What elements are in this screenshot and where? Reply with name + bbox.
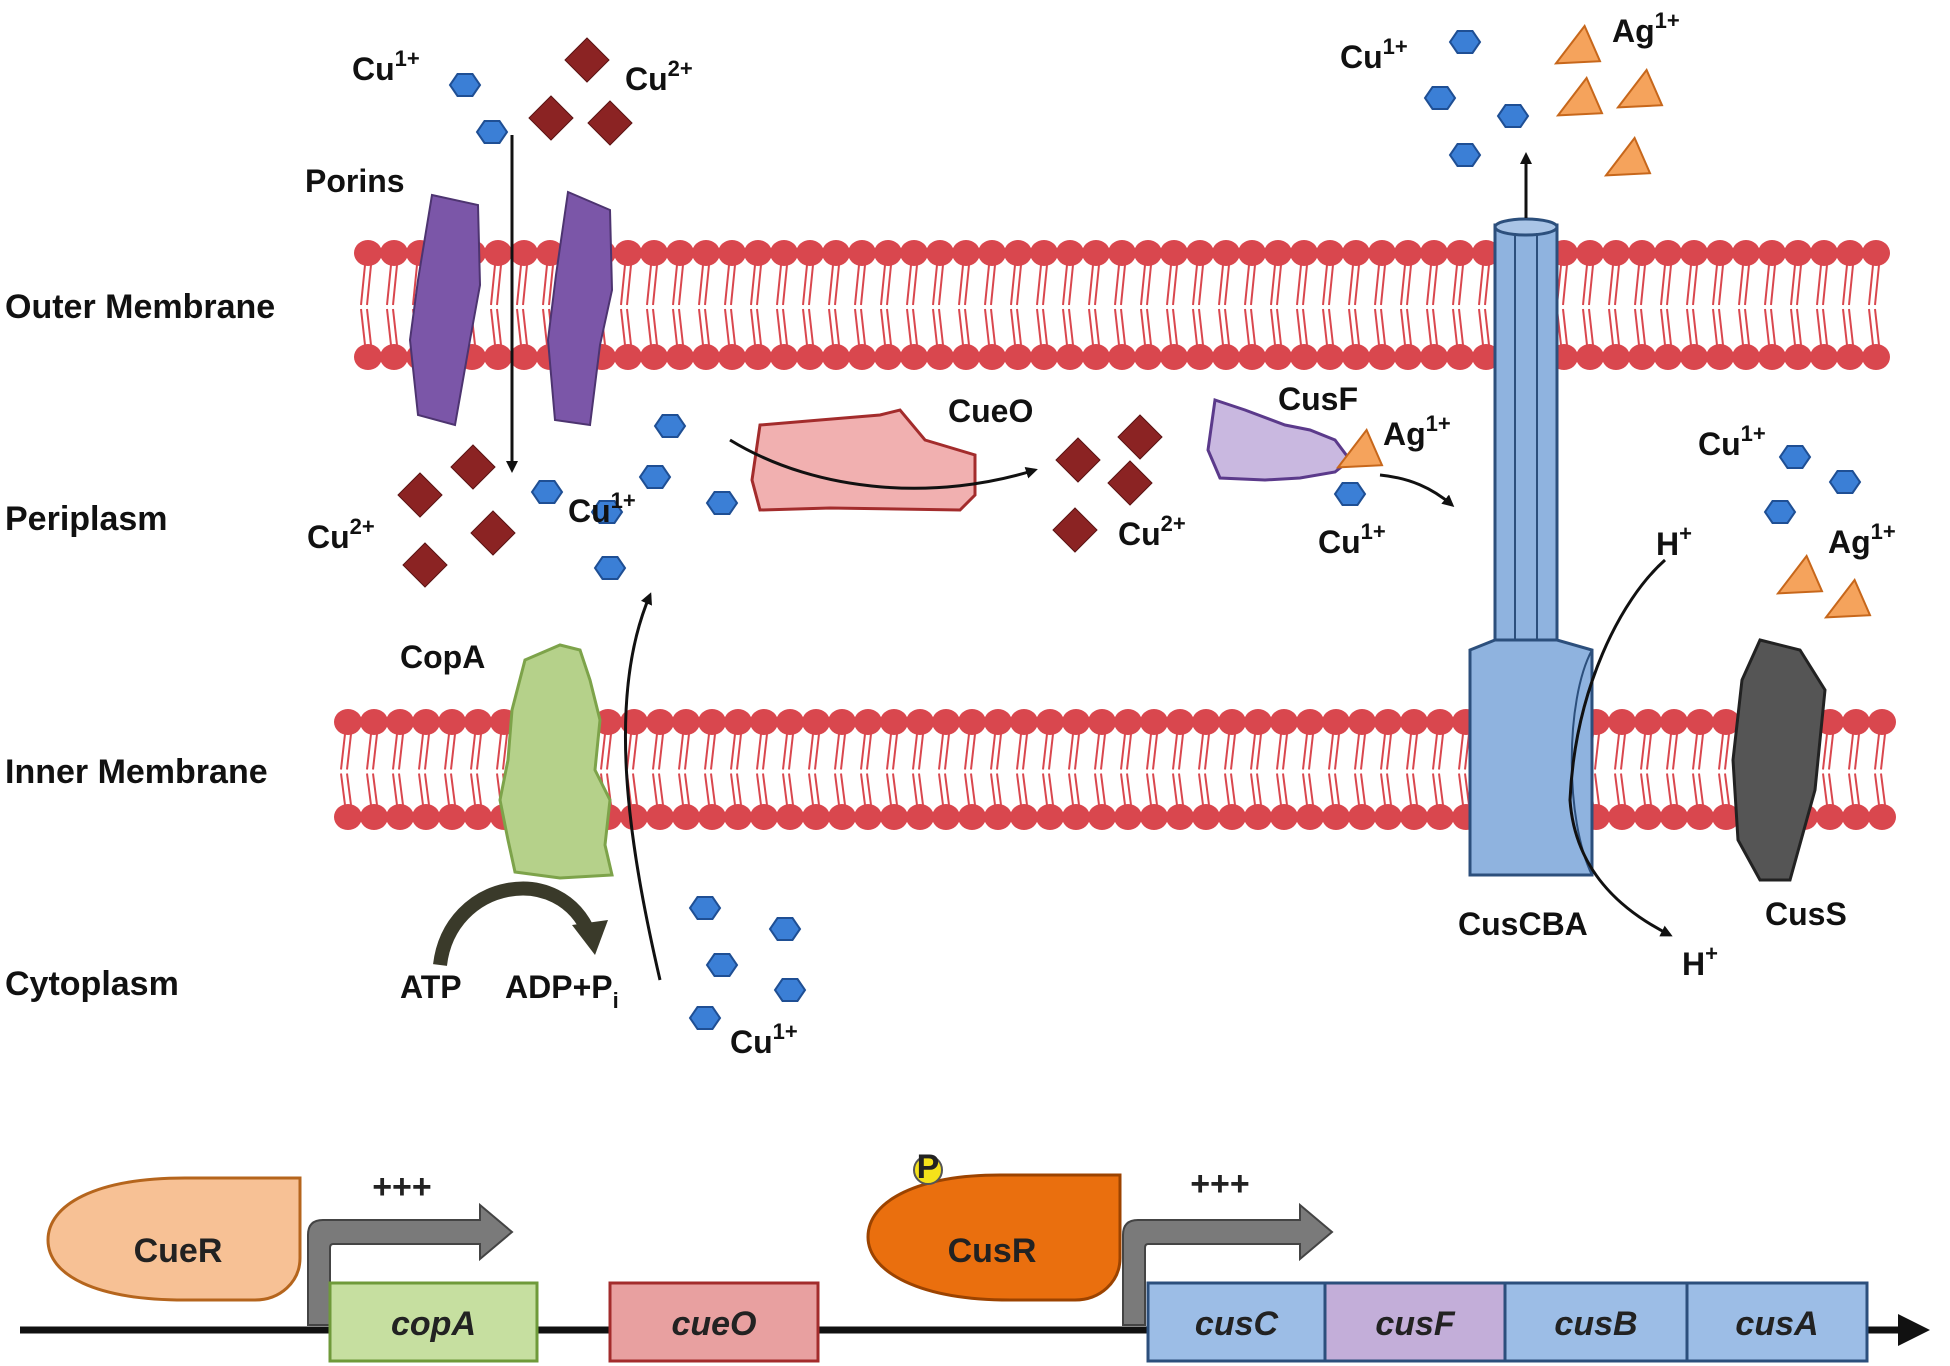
cusr-label: CusR	[948, 1232, 1037, 1270]
cu1-label: Cu1+	[1318, 519, 1386, 560]
cu2-ion	[564, 37, 610, 83]
cu2-ions	[397, 37, 1163, 588]
cu2-ion	[1117, 414, 1163, 460]
ag1-label: Ag1+	[1383, 411, 1451, 452]
ag1-ion	[1335, 428, 1384, 469]
cytoplasm-label: Cytoplasm	[5, 965, 179, 1003]
cu2-ion	[528, 95, 574, 141]
cu1-ion	[773, 978, 807, 1002]
copa-protein	[498, 643, 614, 880]
cu2-ion	[470, 510, 516, 556]
proton-label: H+	[1656, 521, 1692, 562]
cu1-ion	[475, 120, 509, 144]
cuss-label: CusS	[1765, 896, 1847, 932]
ag1-ions	[1335, 24, 1872, 619]
gene-cusb	[1503, 1281, 1689, 1363]
cu1-ion	[1496, 104, 1530, 128]
cuss-protein	[1731, 638, 1827, 882]
cu1-label: Cu1+	[730, 1019, 798, 1060]
proton-label: H+	[1682, 941, 1718, 982]
gene-cueo	[608, 1281, 820, 1363]
cu1-ion	[1448, 143, 1482, 167]
cuscba-pump	[1468, 217, 1594, 877]
ag1-label: Ag1+	[1612, 8, 1680, 49]
cuer-activation-label: +++	[372, 1168, 432, 1206]
gene-cusa	[1685, 1281, 1869, 1363]
cu1-ion	[1763, 500, 1797, 524]
cu1-ion	[530, 480, 564, 504]
gene-cusc	[1146, 1281, 1327, 1363]
ag1-label: Ag1+	[1828, 519, 1896, 560]
cu2-ion	[1055, 437, 1101, 483]
cu1-ion	[590, 500, 624, 524]
cu1-label: Cu1+	[1340, 34, 1408, 75]
gene-copa-label: copA	[391, 1305, 476, 1343]
ag1-ion	[1553, 24, 1602, 65]
gene-cusb-label: cusB	[1554, 1305, 1637, 1343]
cusr-regulator	[866, 1173, 1122, 1302]
cusf-label: CusF	[1278, 381, 1358, 417]
gene-cusc-label: cusC	[1195, 1305, 1279, 1343]
atp-label: ATP	[400, 969, 462, 1005]
cu1-ion	[688, 896, 722, 920]
cus-promoter-arrow	[1122, 1202, 1334, 1326]
cu1-ion	[768, 917, 802, 941]
ag1-ion	[1775, 554, 1824, 595]
cuscba-label: CusCBA	[1458, 906, 1588, 942]
transport-arrows	[506, 135, 1673, 981]
cu2-ion	[1107, 460, 1153, 506]
cu1-label: Cu1+	[1698, 421, 1766, 462]
gene-cusa-label: cusA	[1735, 1305, 1818, 1343]
cueo-protein	[750, 408, 977, 512]
cu1-ion	[1828, 470, 1862, 494]
ag1-ion	[1603, 136, 1652, 177]
gene-cusf-label: cusF	[1375, 1305, 1456, 1343]
cu2-label: Cu2+	[1118, 511, 1186, 552]
cu2-label: Cu2+	[307, 514, 375, 555]
porins	[408, 190, 614, 427]
adp-label: ADP+Pi	[505, 969, 619, 1013]
cu1-ion	[1448, 30, 1482, 54]
cu1-ion	[705, 491, 739, 515]
cu1-ion	[1423, 86, 1457, 110]
cuer-label: CueR	[134, 1232, 223, 1270]
cu1-ion	[638, 465, 672, 489]
cu2-ion	[402, 542, 448, 588]
cu1-ion	[1778, 445, 1812, 469]
cu1-ion	[688, 1006, 722, 1030]
inner-membrane-label: Inner Membrane	[5, 753, 268, 791]
cueo-label: CueO	[948, 393, 1033, 429]
outer-membrane-label: Outer Membrane	[5, 288, 275, 326]
cu2-label: Cu2+	[625, 56, 693, 97]
cu1-label: Cu1+	[568, 488, 636, 529]
gene-copa	[328, 1281, 539, 1363]
gene-cueo-label: cueO	[671, 1305, 756, 1343]
cu1-ion	[448, 73, 482, 97]
cu1-ion	[1333, 482, 1367, 506]
operon: CueR +++ CusR P +++ copA cueO cusC cusF cusB…	[20, 1148, 1930, 1363]
cu2-ion	[397, 472, 443, 518]
atp-hydrolysis-arrow	[433, 881, 608, 967]
periplasm-label: Periplasm	[5, 500, 168, 538]
ag1-ion	[1615, 68, 1664, 109]
copa-promoter-arrow	[307, 1202, 514, 1326]
phosphate-label: P	[917, 1148, 940, 1186]
cu2-ion	[450, 444, 496, 490]
gene-cusf	[1323, 1281, 1507, 1363]
cu1-ion	[653, 414, 687, 438]
phosphate-icon	[913, 1155, 943, 1185]
cu1-label: Cu1+	[352, 46, 420, 87]
cu2-ion	[1052, 507, 1098, 553]
cusr-activation-label: +++	[1190, 1165, 1250, 1203]
porins-label: Porins	[305, 163, 405, 199]
ag1-ion	[1823, 578, 1872, 619]
cu2-ion	[587, 100, 633, 146]
ag1-ion	[1555, 76, 1604, 117]
cu1-ions	[448, 30, 1862, 1030]
cu1-ion	[593, 556, 627, 580]
cuer-regulator	[46, 1176, 302, 1302]
cu1-ion	[705, 953, 739, 977]
copa-label: CopA	[400, 639, 485, 675]
